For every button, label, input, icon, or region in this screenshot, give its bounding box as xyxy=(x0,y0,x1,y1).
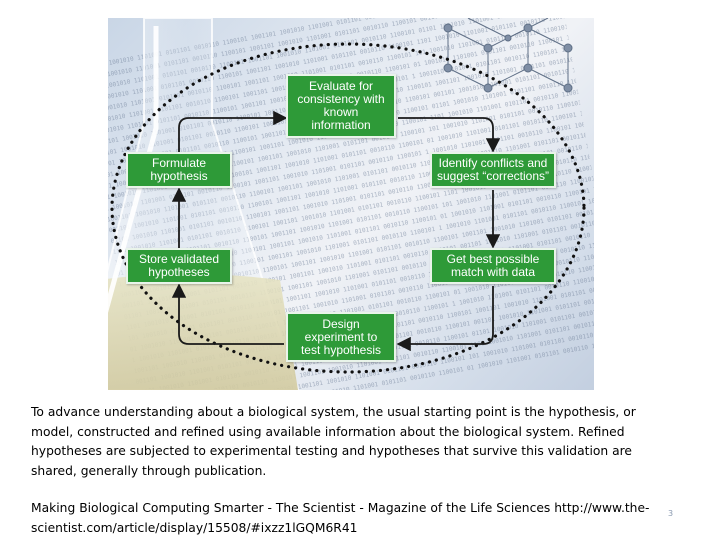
molecule-lattice-icon xyxy=(443,18,573,93)
design-experiment-box: Design experiment to test hypothesis xyxy=(286,312,396,362)
best-match-box: Get best possible match with data xyxy=(430,248,556,284)
dotted-loop xyxy=(110,42,586,374)
diagram-graphics xyxy=(108,18,586,390)
flask-icon xyxy=(108,18,300,390)
cycle-arrows xyxy=(171,110,501,352)
source-citation: Making Biological Computing Smarter - Th… xyxy=(31,501,650,535)
evaluate-consistency-box: Evaluate for consistency with known info… xyxy=(286,74,396,138)
page-number: 3 xyxy=(668,509,674,518)
cycle-diagram: 1001101 1001010 1101001 0101101 0010110 … xyxy=(108,18,594,390)
figure-caption: To advance understanding about a biologi… xyxy=(31,405,636,478)
formulate-hypothesis-box: Formulate hypothesis xyxy=(126,152,232,188)
store-hypotheses-box: Store validated hypotheses xyxy=(126,248,232,284)
identify-conflicts-box: Identify conflicts and suggest “correcti… xyxy=(430,152,556,188)
